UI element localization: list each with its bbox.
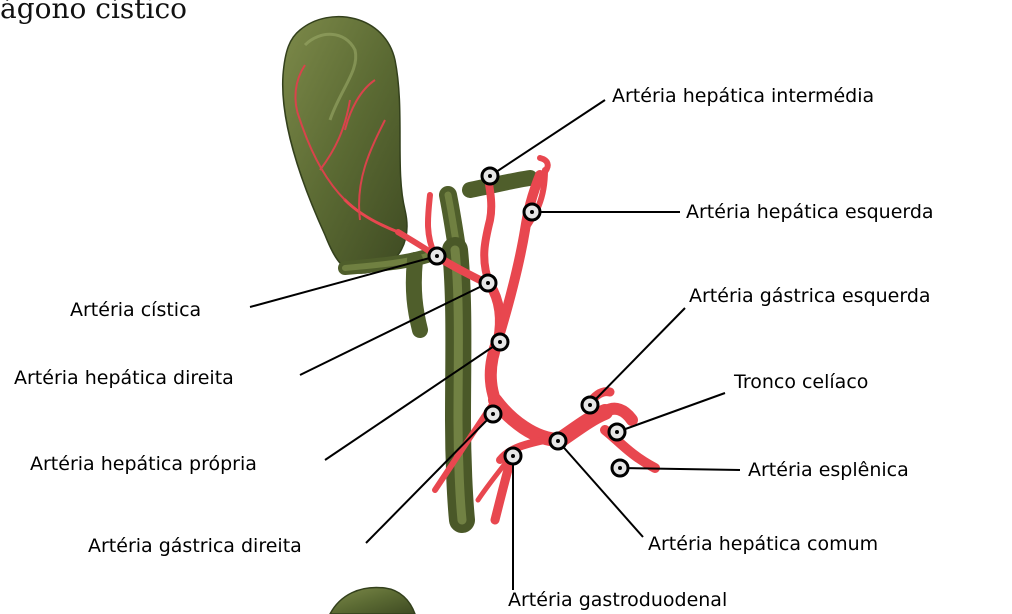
label-arteria-gastroduodenal: Artéria gastroduodenal: [508, 588, 727, 612]
marker-intermedia: [482, 168, 498, 184]
marker-hepatica-comum: [550, 433, 566, 449]
label-arteria-esplenica: Artéria esplênica: [748, 458, 909, 482]
marker-cistica: [429, 248, 445, 264]
label-arteria-gastrica-esquerda: Artéria gástrica esquerda: [689, 284, 931, 308]
left-hepatic-duct: [470, 178, 530, 190]
label-tronco-celiaco: Tronco celíaco: [734, 370, 868, 394]
gallbladder: [283, 17, 407, 274]
label-arteria-cistica: Artéria cística: [70, 298, 201, 322]
marker-hepatica-propria: [492, 334, 508, 350]
marker-esquerda: [524, 204, 540, 220]
marker-gastroduodenal: [505, 448, 521, 464]
label-arteria-hepatica-esquerda: Artéria hepática esquerda: [686, 200, 934, 224]
marker-gastrica-esquerda: [582, 397, 598, 413]
marker-esplenica: [612, 460, 628, 476]
label-arteria-gastrica-direita: Artéria gástrica direita: [88, 534, 302, 558]
marker-tronco: [609, 424, 625, 440]
label-arteria-hepatica-intermedia: Artéria hepática intermédia: [612, 84, 874, 108]
label-arteria-hepatica-propria: Artéria hepática própria: [30, 452, 257, 476]
marker-hepatica-direita: [480, 275, 496, 291]
label-arteria-hepatica-direita: Artéria hepática direita: [14, 366, 234, 390]
label-arteria-hepatica-comum: Artéria hepática comum: [648, 532, 878, 556]
lower-organ: [330, 587, 415, 614]
marker-gastrica-direita: [485, 406, 501, 422]
